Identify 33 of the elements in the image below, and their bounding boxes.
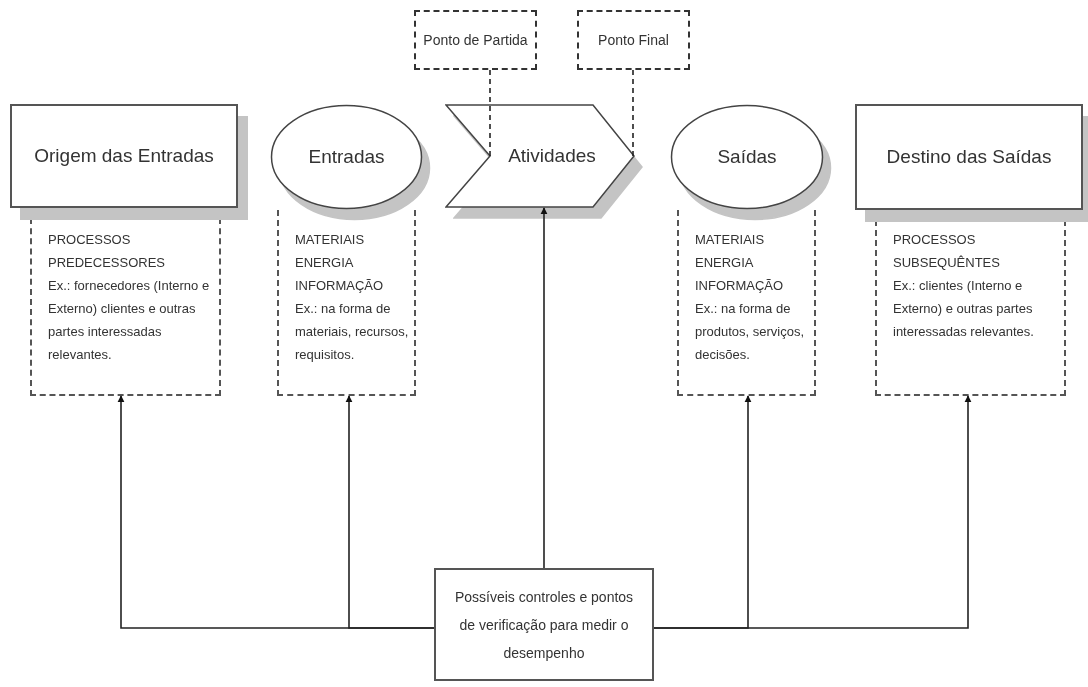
note-label: Ponto de Partida bbox=[423, 30, 528, 50]
node-title: Saídas bbox=[717, 144, 777, 169]
node-title: Destino das Saídas bbox=[886, 144, 1052, 169]
panel-text: MATERIAIS bbox=[295, 231, 366, 249]
panel-text: Ex.: fornecedores (Interno e Externo) clientes e outras partes interessadas relevantes. bbox=[48, 277, 211, 364]
panel-text: ENERGIA bbox=[695, 254, 755, 272]
dashed-connector bbox=[489, 69, 491, 157]
ellipse-node bbox=[670, 104, 824, 210]
node-title: Entradas bbox=[308, 144, 385, 169]
control-text: Possíveis controles e pontos de verificação para medir o desempenho bbox=[453, 587, 635, 663]
note-box bbox=[577, 10, 690, 70]
dashed-connector bbox=[632, 69, 634, 157]
arrow bbox=[345, 395, 435, 629]
panel-text: MATERIAIS bbox=[695, 231, 766, 249]
node-title: Atividades bbox=[508, 143, 596, 168]
panel-text: PROCESSOS PREDECESSORES bbox=[48, 231, 167, 272]
panel-text: INFORMAÇÃO bbox=[295, 277, 385, 295]
note-box bbox=[414, 10, 537, 70]
panel-text: Ex.: clientes (Interno e Externo) e outras partes interessadas relevantes. bbox=[893, 277, 1035, 341]
panel-text: Ex.: na forma de materiais, recursos, requisitos. bbox=[295, 300, 410, 364]
note-label: Ponto Final bbox=[598, 30, 669, 50]
arrow bbox=[653, 395, 972, 629]
description-panel bbox=[677, 210, 816, 396]
panel-text: ENERGIA bbox=[295, 254, 355, 272]
ellipse-node bbox=[270, 104, 423, 210]
node-title: Origem das Entradas bbox=[34, 143, 214, 168]
panel-text: INFORMAÇÃO bbox=[695, 277, 785, 295]
chevron-node bbox=[445, 104, 635, 208]
arrow bbox=[540, 207, 548, 569]
control-box bbox=[434, 568, 654, 681]
panel-text: Ex.: na forma de produtos, serviços, decisões. bbox=[695, 300, 806, 364]
panel-text: PROCESSOS SUBSEQUÊNTES bbox=[893, 231, 1001, 272]
description-panel bbox=[277, 210, 416, 396]
